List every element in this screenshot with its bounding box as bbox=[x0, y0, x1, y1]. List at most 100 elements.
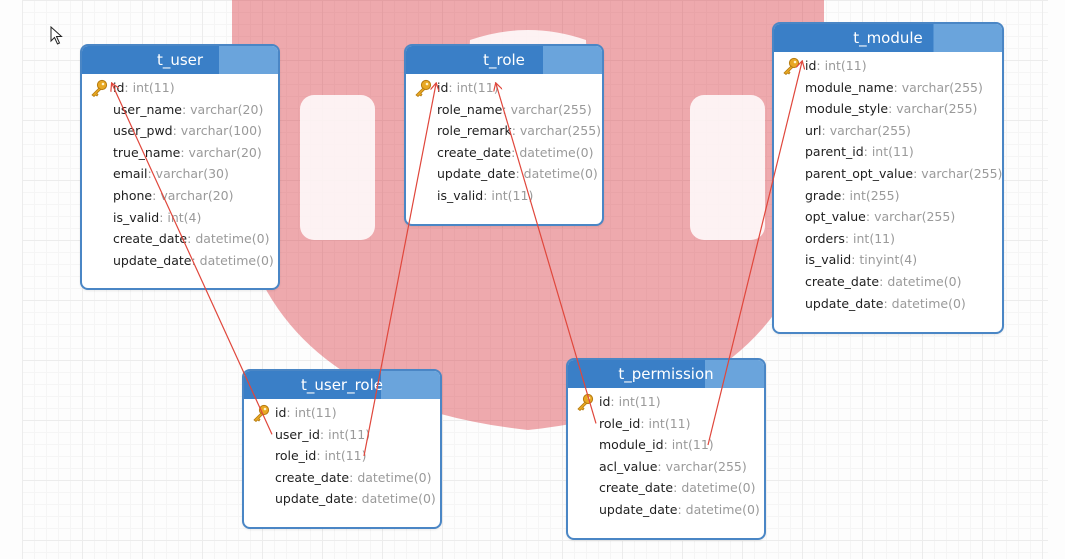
field-name: is_valid bbox=[437, 187, 484, 203]
table-header[interactable]: t_role bbox=[406, 46, 602, 74]
table-field[interactable]: create_date: datetime(0) bbox=[774, 271, 1002, 293]
table-field[interactable]: role_id: int(11) bbox=[568, 413, 764, 435]
primary-key-field[interactable]: id: int(11) bbox=[82, 77, 278, 99]
table-header[interactable]: t_user_role bbox=[244, 371, 440, 399]
field-type-separator: : bbox=[172, 123, 181, 139]
field-type: varchar(20) bbox=[160, 187, 234, 203]
table-field[interactable]: module_id: int(11) bbox=[568, 434, 764, 456]
field-name: true_name bbox=[113, 144, 181, 160]
primary-key-icon bbox=[415, 79, 432, 97]
table-field[interactable]: role_id: int(11) bbox=[244, 445, 440, 467]
table-field[interactable]: module_style: varchar(255) bbox=[774, 98, 1002, 120]
table-field[interactable]: user_id: int(11) bbox=[244, 424, 440, 446]
field-type-separator: : bbox=[124, 80, 133, 95]
table-header[interactable]: t_user bbox=[82, 46, 278, 74]
primary-key-field[interactable]: id: int(11) bbox=[244, 402, 440, 424]
table-field[interactable]: create_date: datetime(0) bbox=[244, 467, 440, 489]
field-type: int(11) bbox=[618, 394, 661, 409]
table-t-role[interactable]: t_role id: int(11)role_name: varchar(255)… bbox=[404, 44, 604, 226]
field-type: varchar(255) bbox=[665, 458, 747, 474]
table-field[interactable]: role_remark: varchar(255) bbox=[406, 120, 602, 142]
field-type: varchar(255) bbox=[921, 165, 1003, 181]
table-fields: id: int(11)user_id: int(11)role_id: int(… bbox=[244, 399, 440, 510]
table-field[interactable]: email: varchar(30) bbox=[82, 163, 278, 185]
field-name: role_id bbox=[599, 415, 641, 431]
field-type: datetime(0) bbox=[685, 501, 760, 517]
table-field[interactable]: parent_opt_value: varchar(255) bbox=[774, 163, 1002, 185]
table-field[interactable]: parent_id: int(11) bbox=[774, 141, 1002, 163]
field-name: update_date bbox=[113, 252, 192, 268]
field-type-separator: : bbox=[865, 209, 875, 225]
primary-key-field[interactable]: id: int(11) bbox=[774, 55, 1002, 77]
table-header[interactable]: t_permission bbox=[568, 360, 764, 388]
table-field[interactable]: orders: int(11) bbox=[774, 228, 1002, 250]
field-type-separator: : bbox=[483, 187, 492, 203]
table-field[interactable]: update_date: datetime(0) bbox=[82, 250, 278, 272]
field-name: update_date bbox=[437, 166, 516, 182]
table-field[interactable]: update_date: datetime(0) bbox=[568, 499, 764, 521]
table-field[interactable]: opt_value: varchar(255) bbox=[774, 206, 1002, 228]
field-type: varchar(100) bbox=[180, 123, 262, 139]
field-type: datetime(0) bbox=[681, 480, 756, 496]
field-type-separator: : bbox=[844, 230, 854, 246]
table-field[interactable]: is_valid: int(4) bbox=[82, 207, 278, 229]
table-field[interactable]: true_name: varchar(20) bbox=[82, 142, 278, 164]
field-type-separator: : bbox=[448, 80, 457, 95]
table-field[interactable]: create_date: datetime(0) bbox=[568, 477, 764, 499]
primary-key-icon bbox=[577, 393, 594, 411]
table-field[interactable]: grade: int(255) bbox=[774, 185, 1002, 207]
field-type: datetime(0) bbox=[195, 231, 270, 247]
field-name: id bbox=[113, 80, 125, 95]
mouse-cursor-icon bbox=[50, 26, 63, 45]
primary-key-icon bbox=[91, 79, 108, 97]
field-name: id bbox=[275, 405, 287, 420]
field-type-separator: : bbox=[191, 252, 200, 268]
field-name: parent_opt_value bbox=[805, 165, 914, 181]
field-name: phone bbox=[113, 187, 153, 203]
table-fields: id: int(11)role_id: int(11)module_id: in… bbox=[568, 388, 764, 521]
field-type-separator: : bbox=[657, 458, 666, 474]
table-field[interactable]: acl_value: varchar(255) bbox=[568, 456, 764, 478]
table-t-module[interactable]: t_module id: int(11)module_name: varchar(… bbox=[772, 22, 1004, 334]
table-field[interactable]: phone: varchar(20) bbox=[82, 185, 278, 207]
field-type: int(11) bbox=[324, 448, 367, 464]
field-name: parent_id bbox=[805, 144, 864, 160]
table-field[interactable]: role_name: varchar(255) bbox=[406, 99, 602, 121]
field-name: email bbox=[113, 166, 148, 182]
field-type-separator: : bbox=[879, 273, 888, 289]
field-type-separator: : bbox=[316, 448, 325, 464]
table-field[interactable]: update_date: datetime(0) bbox=[244, 488, 440, 510]
field-name: create_date bbox=[599, 480, 674, 496]
primary-key-field[interactable]: id: int(11) bbox=[568, 391, 764, 413]
field-name: acl_value bbox=[599, 458, 658, 474]
table-field[interactable]: user_name: varchar(20) bbox=[82, 99, 278, 121]
field-type-separator: : bbox=[515, 166, 524, 182]
table-field[interactable]: url: varchar(255) bbox=[774, 120, 1002, 142]
table-field[interactable]: module_name: varchar(255) bbox=[774, 77, 1002, 99]
field-name: create_date bbox=[437, 144, 512, 160]
table-field[interactable]: user_pwd: varchar(100) bbox=[82, 120, 278, 142]
field-name: grade bbox=[805, 187, 842, 203]
table-field[interactable]: update_date: datetime(0) bbox=[774, 293, 1002, 315]
field-type-separator: : bbox=[677, 501, 686, 517]
field-type-separator: : bbox=[673, 480, 682, 496]
field-type-separator: : bbox=[180, 144, 189, 160]
field-type-separator: : bbox=[821, 122, 830, 138]
field-type-separator: : bbox=[883, 295, 892, 311]
table-field[interactable]: is_valid: tinyint(4) bbox=[774, 249, 1002, 271]
field-type-separator: : bbox=[851, 252, 860, 268]
primary-key-field[interactable]: id: int(11) bbox=[406, 77, 602, 99]
table-field[interactable]: create_date: datetime(0) bbox=[406, 142, 602, 164]
table-header[interactable]: t_module bbox=[774, 24, 1002, 52]
table-field[interactable]: is_valid: int(11) bbox=[406, 185, 602, 207]
field-name: role_id bbox=[275, 448, 317, 464]
table-field[interactable]: create_date: datetime(0) bbox=[82, 228, 278, 250]
field-name: is_valid bbox=[805, 252, 852, 268]
field-type: int(11) bbox=[824, 58, 867, 73]
field-name: opt_value bbox=[805, 209, 866, 225]
table-field[interactable]: update_date: datetime(0) bbox=[406, 163, 602, 185]
